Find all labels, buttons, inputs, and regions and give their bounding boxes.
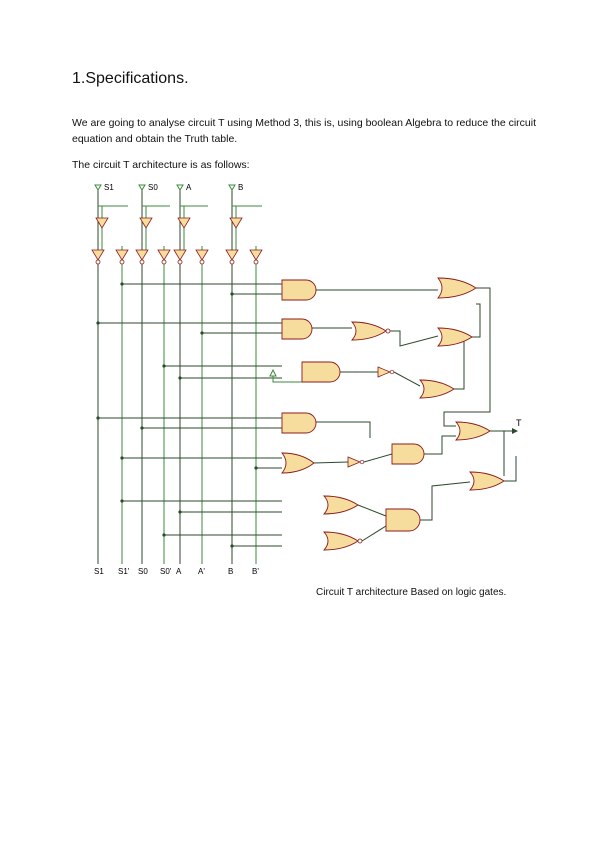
and-gate-icon [301, 361, 341, 383]
link-wire [454, 341, 465, 390]
junction-dot [162, 533, 166, 537]
junction-dot [230, 544, 234, 548]
nor-gate-icon [350, 321, 387, 341]
input-label: S1 [104, 183, 114, 192]
inverter-bubble [229, 259, 235, 265]
input-pin-icon [94, 184, 102, 191]
output-arrow-icon [512, 428, 518, 434]
inverter-gate-icon [115, 249, 129, 261]
inverter-gate-icon [377, 366, 392, 378]
or-gate-icon [322, 495, 359, 515]
junction-dot [96, 416, 100, 420]
page-title: 1.Specifications. [72, 70, 189, 87]
and-gate-icon [385, 508, 421, 532]
buffer-gate-icon [95, 217, 109, 229]
junction-dot [230, 292, 234, 296]
junction-dot [162, 364, 166, 368]
inverter-gate-icon [347, 456, 362, 468]
link-wire [393, 371, 421, 387]
buffer-gate-icon [139, 217, 153, 229]
rail-label: A [176, 567, 182, 576]
rail-label: B' [252, 567, 259, 576]
or-gate-icon [418, 379, 455, 399]
rail-label: S1 [94, 567, 104, 576]
inverter-bubble [95, 259, 101, 265]
and-gate-icon [391, 443, 425, 465]
or-gate-icon [454, 421, 491, 441]
link-wire [490, 430, 505, 476]
inverter-gate-icon [173, 249, 187, 261]
link-wire [420, 481, 471, 521]
link-wire [424, 435, 456, 455]
inverter-gate-icon [195, 249, 209, 261]
and-gate-icon [281, 318, 313, 340]
junction-dot [140, 426, 144, 430]
constant-source-icon [269, 368, 277, 377]
rail-label: S1' [118, 567, 130, 576]
junction-dot [120, 282, 124, 286]
constant-wire [272, 376, 302, 383]
link-wire [443, 287, 491, 427]
intro-paragraph: We are going to analyse circuit T using … [72, 117, 537, 145]
output-label: T [516, 418, 522, 428]
inverter-gate-icon [135, 249, 149, 261]
link-wire [386, 330, 439, 347]
inverter-gate-icon [249, 249, 263, 261]
input-pin-icon [138, 184, 146, 191]
input-pin-icon [228, 184, 236, 191]
link-wire [472, 303, 481, 338]
and-gate-icon [281, 412, 317, 434]
or-gate-icon [437, 277, 477, 299]
junction-dot [96, 321, 100, 325]
inverter-bubble [357, 538, 363, 544]
inverter-bubble [119, 259, 125, 265]
input-label: B [238, 183, 243, 192]
rail-label: S0' [160, 567, 172, 576]
inverter-bubble [139, 259, 145, 265]
junction-dot [178, 376, 182, 380]
figure-caption: Circuit T architecture Based on logic ga… [316, 587, 507, 598]
inverter-bubble [161, 259, 167, 265]
inverter-gate-icon [157, 249, 171, 261]
link-wire [313, 461, 349, 464]
rail-label: B [228, 567, 233, 576]
rail-label: S0 [138, 567, 148, 576]
input-pin-icon [176, 184, 184, 191]
inverter-bubble [359, 459, 365, 465]
link-wire [361, 525, 387, 542]
link-wire [357, 504, 387, 517]
or-gate-icon [436, 327, 473, 347]
junction-dot [254, 466, 258, 470]
buffer-gate-icon [177, 217, 191, 229]
junction-dot [120, 499, 124, 503]
rail-label: A' [198, 567, 205, 576]
inverter-bubble [385, 328, 391, 334]
junction-dot [200, 331, 204, 335]
inverter-bubble [177, 259, 183, 265]
link-wire [316, 421, 371, 438]
input-label: S0 [148, 183, 158, 192]
inverter-bubble [389, 369, 395, 375]
or-gate-icon [468, 471, 505, 491]
input-label: A [186, 183, 192, 192]
junction-dot [178, 510, 182, 514]
architecture-intro: The circuit T architecture is as follows… [72, 159, 250, 171]
junction-dot [120, 456, 124, 460]
and-gate-icon [281, 279, 317, 301]
inverter-bubble [199, 259, 205, 265]
link-wire [504, 456, 517, 482]
inverter-gate-icon [225, 249, 239, 261]
buffer-gate-icon [229, 217, 243, 229]
inverter-bubble [253, 259, 259, 265]
inverter-gate-icon [91, 249, 105, 261]
link-wire [363, 453, 393, 463]
or-gate-icon [281, 452, 315, 474]
nor-gate-icon [322, 531, 359, 551]
